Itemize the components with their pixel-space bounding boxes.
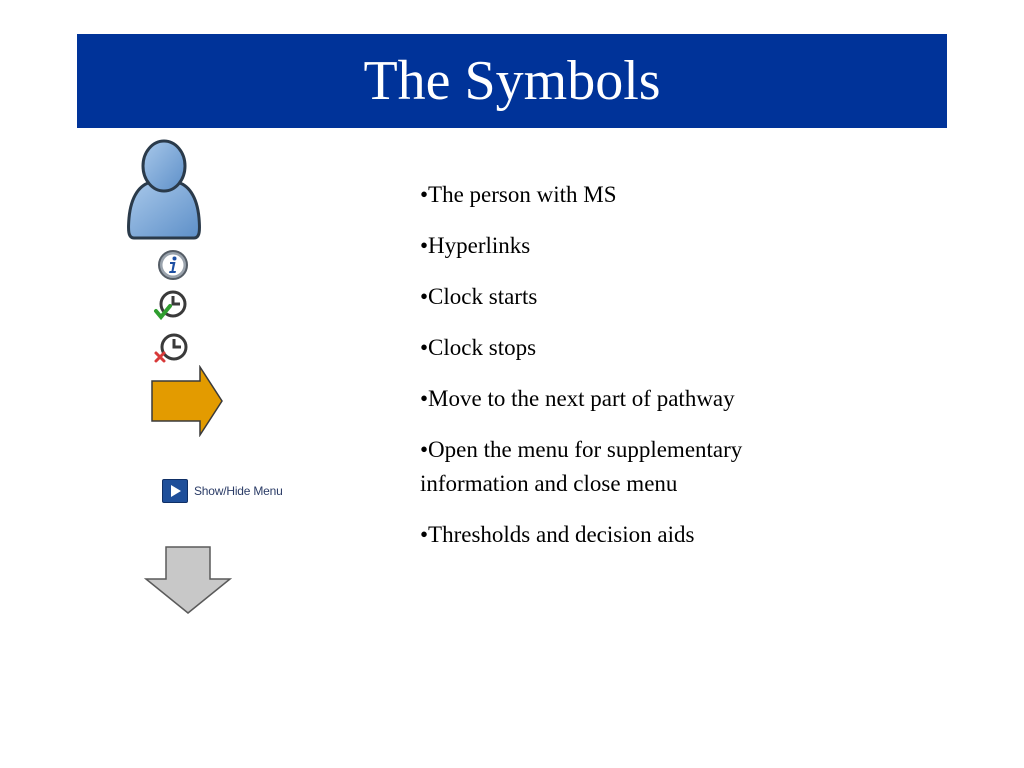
- bullet-clock-starts: •Clock starts: [420, 284, 538, 309]
- info-icon[interactable]: [155, 249, 191, 281]
- show-hide-menu-label: Show/Hide Menu: [194, 484, 283, 498]
- bullet-next-part: •Move to the next part of pathway: [420, 386, 735, 411]
- clock-start-icon: [153, 289, 189, 323]
- clock-stop-icon: [153, 332, 189, 366]
- bullet-hyperlinks: •Hyperlinks: [420, 233, 531, 258]
- bullet-thresholds: •Thresholds and decision aids: [420, 522, 695, 547]
- symbol-descriptions: •The person with MS •Hyperlinks •Clock s…: [420, 178, 780, 569]
- arrow-right-icon[interactable]: [150, 364, 224, 438]
- slide-title: The Symbols: [363, 50, 661, 112]
- bullet-person: •The person with MS: [420, 182, 617, 207]
- person-icon: [126, 138, 202, 244]
- bullet-menu: •Open the menu for supplementary informa…: [420, 437, 743, 496]
- title-bar: The Symbols: [77, 34, 947, 128]
- bullet-clock-stops: •Clock stops: [420, 335, 537, 360]
- play-icon: [162, 479, 188, 503]
- arrow-down-icon[interactable]: [143, 545, 233, 615]
- show-hide-menu-button[interactable]: Show/Hide Menu: [162, 478, 283, 504]
